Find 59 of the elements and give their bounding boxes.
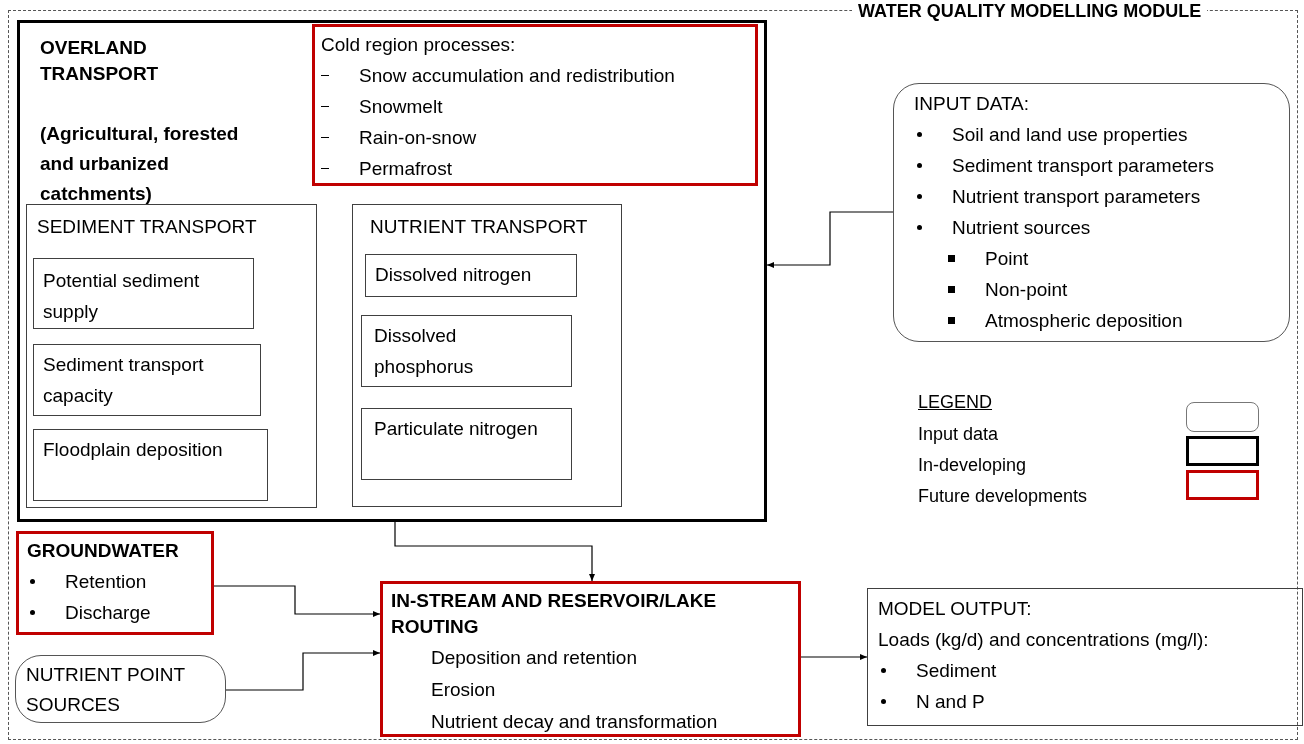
process-box — [365, 254, 577, 297]
legend-label: Input data — [918, 423, 999, 446]
input-data-box — [893, 83, 1290, 342]
list-item: Sediment transport parameters — [914, 150, 1289, 181]
box-text: Particulate nitrogen — [374, 417, 539, 441]
process-box — [33, 258, 254, 329]
box-text: Loads (kg/d) and concentrations (mg/l): — [878, 628, 1210, 652]
list-item: Soil and land use properties — [914, 119, 1289, 150]
heading: GROUNDWATER — [27, 539, 180, 563]
box-text: INPUT DATA: — [914, 92, 1031, 116]
list-item: Rain-on-snow — [321, 122, 755, 153]
process-box — [361, 315, 572, 387]
box-text: Cold region processes: — [321, 33, 517, 57]
list-item: Deposition and retention — [430, 646, 638, 670]
arrow — [213, 585, 381, 617]
output-box — [867, 588, 1303, 726]
nutrient-transport-box — [352, 204, 622, 507]
box-text: Potential sediment supply — [43, 269, 201, 324]
list-item: Sediment — [878, 655, 1302, 686]
sediment-transport-box — [26, 204, 317, 508]
legend-heading: LEGEND — [918, 391, 993, 414]
list-item: Retention — [27, 566, 211, 597]
arrow — [394, 521, 595, 582]
list-item: Nutrient sources — [914, 212, 1289, 243]
list-item: Permafrost — [321, 153, 755, 184]
arrow — [225, 650, 381, 691]
heading: OVERLAND TRANSPORT — [40, 36, 160, 86]
routing-box — [380, 581, 801, 737]
arrow — [800, 654, 868, 660]
process-box — [361, 408, 572, 480]
box-text: Dissolved phosphorus — [374, 324, 475, 379]
list-item: N and P — [878, 686, 1302, 717]
process-box — [33, 429, 268, 501]
box-text: Dissolved nitrogen — [375, 263, 533, 287]
list-item: Snow accumulation and redistribution — [321, 60, 755, 91]
groundwater-box — [16, 531, 214, 635]
box-text: MODEL OUTPUT: — [878, 597, 1033, 621]
overland-transport-box — [17, 20, 767, 522]
list-item: Atmospheric deposition — [914, 305, 1289, 336]
box-text: Sediment transport capacity — [43, 353, 205, 408]
box-text: NUTRIENT TRANSPORT — [370, 215, 589, 239]
box-text: NUTRIENT POINT SOURCES — [26, 663, 186, 717]
legend-label: Future developments — [918, 485, 1088, 508]
subheading: (Agricultural, forested and urbanized catchments) — [40, 122, 240, 206]
list-item: Nutrient decay and transformation — [430, 710, 719, 734]
list-item: Snowmelt — [321, 91, 755, 122]
list-item: Nutrient transport parameters — [914, 181, 1289, 212]
list-item: Discharge — [27, 597, 211, 628]
cold-region-box — [312, 24, 758, 186]
input-source-box — [15, 655, 226, 723]
list-item: Non-point — [914, 274, 1289, 305]
list-item: Erosion — [430, 678, 497, 702]
heading: IN-STREAM AND RESERVOIR/LAKE ROUTING — [391, 589, 718, 639]
box-text: Floodplain deposition — [43, 438, 224, 462]
list-item: Point — [914, 243, 1289, 274]
process-box — [33, 344, 261, 416]
box-text: SEDIMENT TRANSPORT — [37, 215, 258, 239]
legend-label: In-developing — [918, 454, 1027, 477]
arrow — [766, 211, 894, 268]
